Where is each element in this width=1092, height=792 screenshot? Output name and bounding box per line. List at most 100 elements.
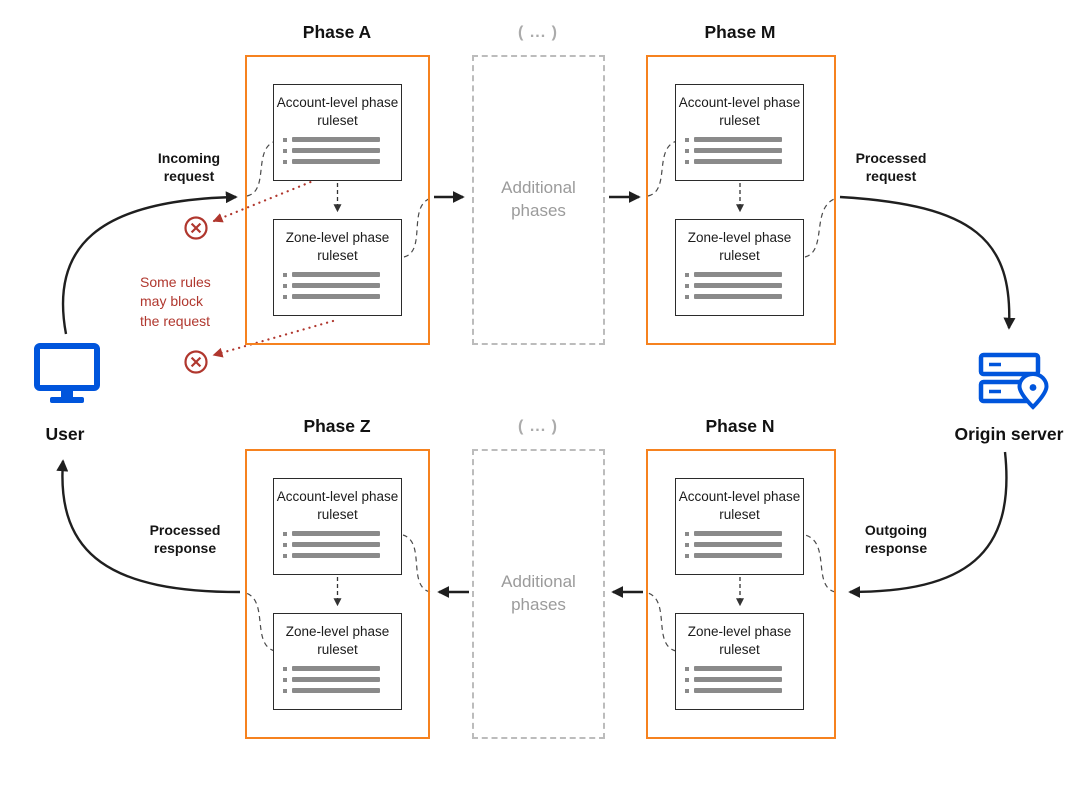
additional-phases-ellipsis-top: ( ... ) [518, 24, 558, 41]
user-label: User [45, 424, 85, 444]
phase-z-title: Phase Z [303, 416, 371, 436]
rule-line [685, 531, 782, 537]
phase-a-zone-ruleset: Zone-level phase ruleset [273, 219, 402, 316]
rule-line [685, 148, 782, 154]
rule-line [283, 148, 380, 154]
phase-m-title: Phase M [704, 22, 776, 42]
rule-bar [694, 272, 782, 278]
bullet-dot [283, 148, 287, 153]
phase-m-account-ruleset: Account-level phase ruleset [675, 84, 804, 181]
additional-phases-box-bottom: Additional phases [472, 449, 605, 739]
rule-line [685, 137, 782, 143]
bullet-dot [685, 531, 689, 536]
phase-n-title: Phase N [705, 416, 775, 436]
additional-phases-label: Additional phases [501, 178, 576, 220]
processed-response-label: Processed response [149, 522, 221, 557]
additional-phases-box-top: Additional phases [472, 55, 605, 345]
ruleset-label: Account-level phase ruleset [678, 489, 801, 522]
bullet-dot [283, 553, 287, 558]
origin-server-label: Origin server [954, 424, 1064, 444]
ruleset-lines [274, 272, 401, 300]
ruleset-lines [274, 531, 401, 559]
phase-m-to-origin-arrow [839, 195, 1016, 330]
bullet-dot [685, 688, 689, 693]
rule-bar [694, 688, 782, 694]
block-note: Some rules may block the request [140, 274, 211, 329]
phase-z-to-user-arrow [56, 459, 241, 594]
rule-bar [694, 159, 782, 165]
phase-a-title: Phase A [302, 22, 372, 42]
bullet-dot [283, 272, 287, 277]
rule-bar [694, 553, 782, 559]
bullet-dot [283, 283, 287, 288]
rule-line [283, 688, 380, 694]
bullet-dot [685, 159, 689, 164]
ruleset-label: Zone-level phase ruleset [285, 230, 390, 263]
rule-bar [694, 137, 782, 143]
rule-bar [694, 294, 782, 300]
rule-bar [694, 148, 782, 154]
rule-bar [292, 677, 380, 683]
block-x-icon-top [184, 216, 208, 240]
bullet-dot [685, 542, 689, 547]
bullet-dot [685, 294, 689, 299]
bullet-dot [283, 531, 287, 536]
ruleset-label: Account-level phase ruleset [276, 489, 399, 522]
rule-bar [694, 666, 782, 672]
processed-request-label: Processed request [855, 150, 927, 185]
rule-line [283, 666, 380, 672]
rule-bar [694, 531, 782, 537]
incoming-request-label: Incoming request [157, 150, 221, 185]
rule-line [283, 542, 380, 548]
bullet-dot [283, 542, 287, 547]
bullet-dot [283, 677, 287, 682]
rule-line [685, 677, 782, 683]
bullet-dot [685, 553, 689, 558]
phase-n-account-ruleset: Account-level phase ruleset [675, 478, 804, 575]
rule-line [283, 531, 380, 537]
ruleset-label: Account-level phase ruleset [276, 95, 399, 128]
ruleset-label: Account-level phase ruleset [678, 95, 801, 128]
rule-bar [694, 677, 782, 683]
bullet-dot [283, 137, 287, 142]
origin-server-icon [978, 352, 1049, 410]
ruleset-lines [274, 666, 401, 694]
bullet-dot [685, 148, 689, 153]
user-monitor-icon [34, 343, 100, 403]
phase-n-zone-ruleset: Zone-level phase ruleset [675, 613, 804, 710]
rule-line [685, 294, 782, 300]
rule-line [283, 677, 380, 683]
rule-line [283, 137, 380, 143]
rule-bar [292, 666, 380, 672]
squiggle-phase-m-right [804, 197, 838, 258]
rule-line [685, 159, 782, 165]
phase-z-zone-ruleset: Zone-level phase ruleset [273, 613, 402, 710]
rule-line [283, 283, 380, 289]
rule-line [283, 553, 380, 559]
additional-phases-ellipsis-bottom: ( ... ) [518, 418, 558, 435]
rule-line [685, 553, 782, 559]
bullet-dot [685, 666, 689, 671]
rule-bar [292, 137, 380, 143]
rule-line [685, 666, 782, 672]
rule-bar [292, 688, 380, 694]
ruleset-label: Zone-level phase ruleset [687, 230, 792, 263]
bullet-dot [685, 283, 689, 288]
bullet-dot [283, 159, 287, 164]
rule-bar [292, 272, 380, 278]
rule-bar [292, 159, 380, 165]
ruleset-lines [676, 137, 803, 165]
rule-line [283, 272, 380, 278]
ruleset-lines [676, 531, 803, 559]
ruleset-lines [274, 137, 401, 165]
bullet-dot [685, 677, 689, 682]
additional-phases-label: Additional phases [501, 572, 576, 614]
bullet-dot [283, 666, 287, 671]
rule-line [283, 159, 380, 165]
outgoing-response-label: Outgoing response [864, 522, 928, 557]
rule-bar [292, 148, 380, 154]
ruleset-label: Zone-level phase ruleset [285, 624, 390, 657]
rule-bar [292, 283, 380, 289]
